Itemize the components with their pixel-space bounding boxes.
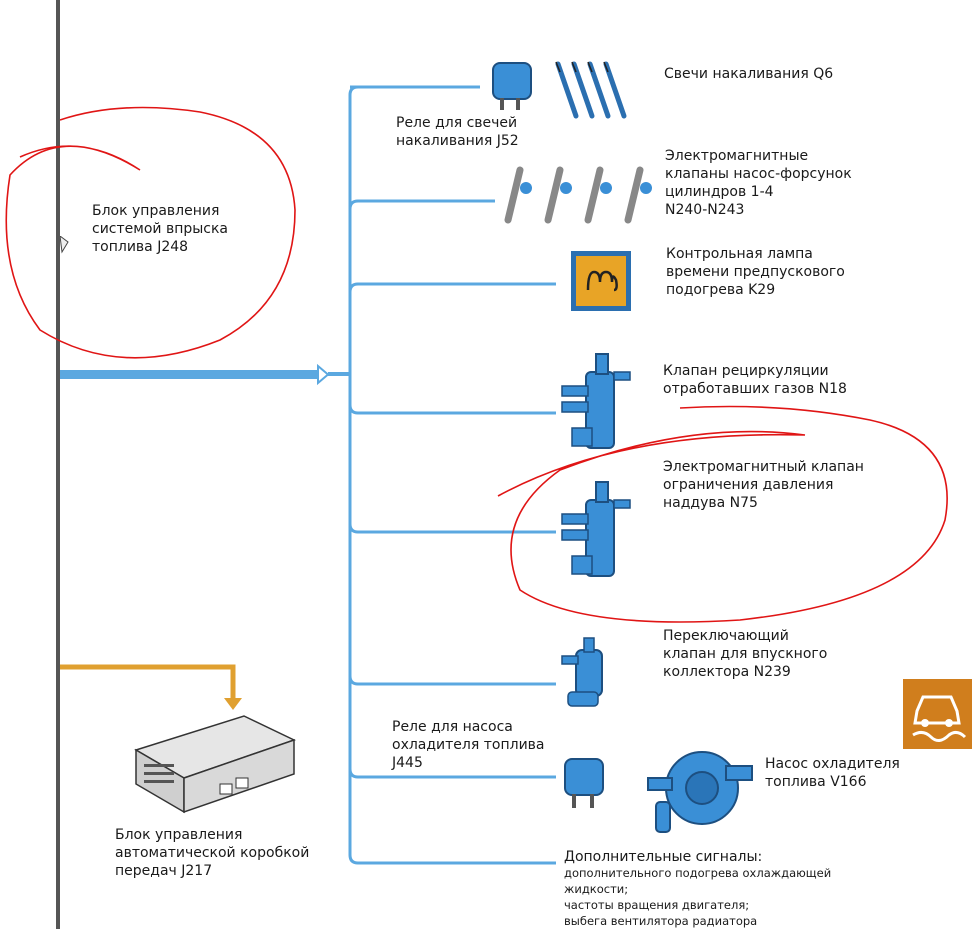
relay-icon: [492, 62, 532, 110]
label-k29: Контрольная лампа времени предпускового …: [666, 245, 845, 299]
label-line: топлива J248: [92, 239, 189, 255]
label-n240-n243: Электромагнитные клапаны насос-форсунок …: [665, 147, 852, 219]
pump-icon: [647, 751, 753, 833]
main-bus-line: [60, 370, 322, 379]
transmission-signal-line: [60, 664, 236, 700]
annotation-circle-right: [497, 405, 948, 623]
solenoid-valve-icon: [561, 353, 631, 449]
label-line: цилиндров 1-4: [665, 184, 774, 200]
label-line: передач J217: [115, 863, 213, 879]
label-line: Клапан рециркуляции: [663, 363, 829, 379]
label-j217: Блок управления автоматической коробкой …: [115, 826, 309, 880]
label-line: подогрева K29: [666, 282, 776, 298]
signal-item: дополнительного подогрева охлаждающей: [564, 866, 832, 880]
label-line: времени предпускового: [666, 264, 845, 280]
additional-signals-list: дополнительного подогрева охлаждающей жи…: [564, 865, 831, 929]
branch-j445: [348, 768, 556, 779]
label-line: Насос охладителя: [765, 756, 900, 772]
label-line: отработавших газов N18: [663, 381, 847, 397]
main-bus-arrow: [317, 363, 330, 386]
label-line: клапан для впускного: [663, 646, 828, 662]
label-line: Блок управления: [92, 203, 220, 219]
relay-icon: [564, 758, 604, 808]
connector-mark-icon: [60, 236, 69, 254]
label-line: Свечи накаливания Q6: [664, 66, 834, 82]
label-line: ограничения давления: [663, 477, 834, 493]
section-badge: [903, 679, 972, 749]
label-line: Реле для насоса: [392, 719, 513, 735]
slippery-road-icon: [912, 695, 967, 742]
label-line: коллектора N239: [663, 664, 791, 680]
label-line: J445: [392, 755, 423, 771]
branch-n75: [348, 523, 556, 534]
additional-signals-title: Дополнительные сигналы:: [564, 849, 763, 865]
label-line: автоматической коробкой: [115, 845, 310, 861]
label-q6: Свечи накаливания Q6: [664, 65, 833, 83]
solenoid-valve-icon: [561, 481, 631, 577]
annotation-circle-left: [5, 106, 296, 359]
label-j445: Реле для насоса охладителя топлива J445: [392, 718, 545, 772]
label-line: накаливания J52: [396, 133, 519, 149]
signal-item: жидкости;: [564, 882, 629, 896]
signal-item: частоты вращения двигателя;: [564, 898, 750, 912]
label-n18: Клапан рециркуляции отработавших газов N…: [663, 362, 847, 398]
branch-n239: [348, 675, 556, 686]
label-line: Электромагнитные: [665, 148, 809, 164]
solenoid-valve-icon: [561, 637, 603, 707]
page-edge-line: [56, 0, 60, 929]
branch-k29: [348, 282, 556, 293]
glow-plug-icon: [555, 61, 627, 119]
label-j248: Блок управления системой впрыска топлива…: [92, 202, 228, 256]
label-line: системой впрыска: [92, 221, 229, 237]
label-n75: Электромагнитный клапан ограничения давл…: [663, 458, 864, 512]
transmission-signal-arrow: [224, 698, 242, 710]
ecu-icon: [134, 715, 296, 814]
label-n239: Переключающий клапан для впускного колле…: [663, 627, 827, 681]
warning-lamp-icon: [571, 251, 631, 311]
label-j52: Реле для свечей накаливания J52: [396, 114, 519, 150]
injector-icon: [504, 166, 652, 224]
label-line: охладителя топлива: [392, 737, 545, 753]
label-line: топлива V166: [765, 774, 867, 790]
label-line: Электромагнитный клапан: [663, 459, 864, 475]
branch-n18: [348, 404, 556, 415]
label-line: Блок управления: [115, 827, 243, 843]
label-line: Контрольная лампа: [666, 246, 813, 262]
label-line: Переключающий: [663, 628, 789, 644]
label-line: наддува N75: [663, 495, 758, 511]
signal-item: выбега вентилятора радиатора: [564, 914, 758, 928]
label-line: Реле для свечей: [396, 115, 518, 131]
branch-injectors: [348, 199, 495, 210]
label-line: клапаны насос-форсунок: [665, 166, 852, 182]
label-v166: Насос охладителя топлива V166: [765, 755, 900, 791]
label-line: N240-N243: [665, 202, 745, 218]
